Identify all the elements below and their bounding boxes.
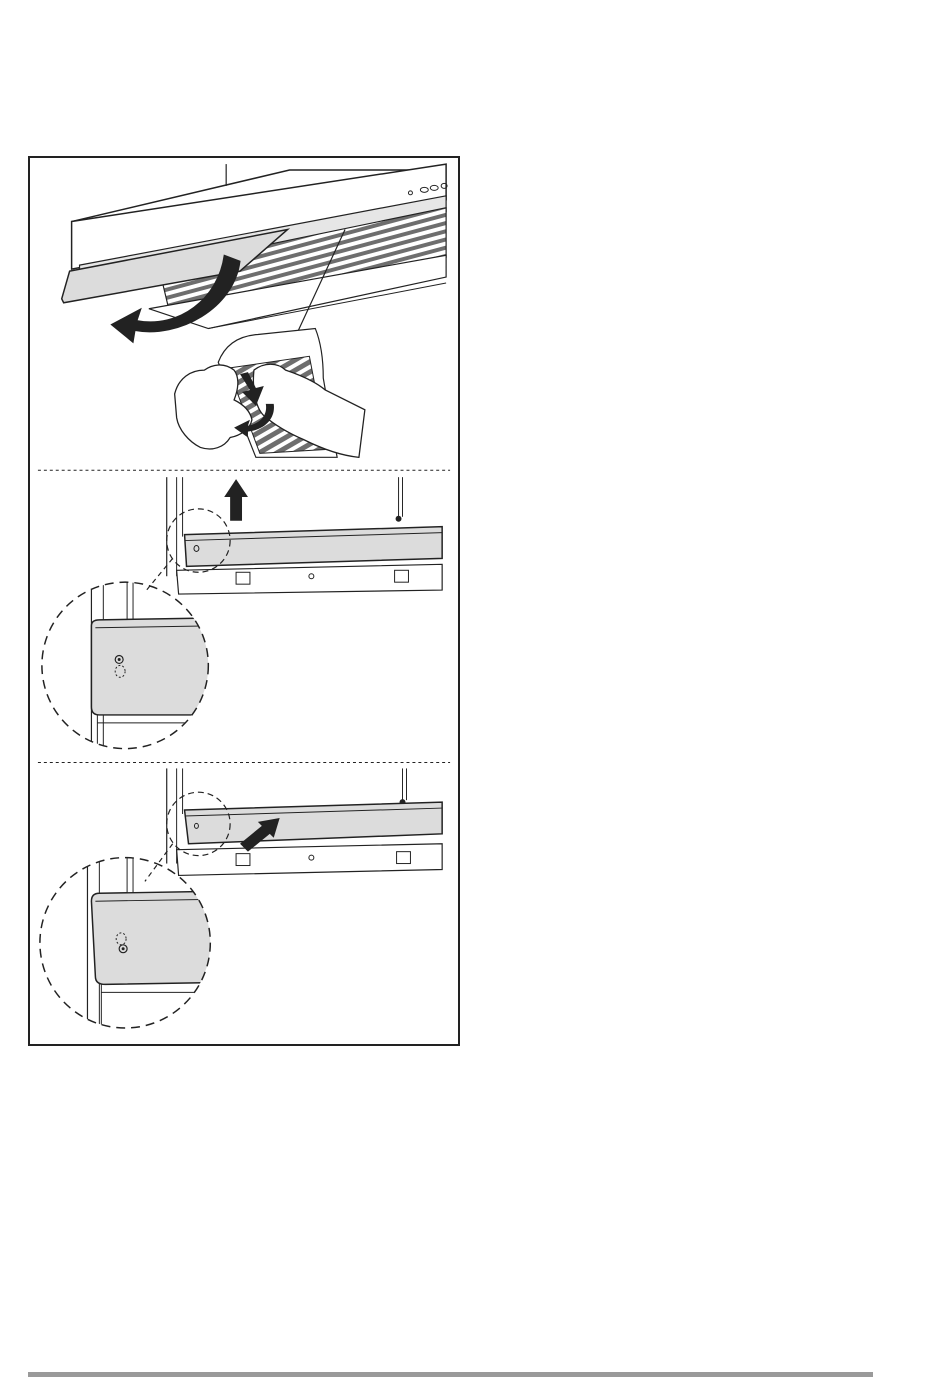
zoom-connector [145,844,173,882]
zoom-detail-lift [42,576,218,754]
front-panel [185,802,443,844]
step-open-panel-remove-filter [62,164,447,457]
fixing-screw-icon [396,516,402,522]
filter-removal-detail [175,329,365,458]
hood-bottom-rail [177,564,443,594]
zoom-front-panel [91,891,218,984]
zoom-screw-icon [122,947,125,950]
zoom-detail-pull [40,854,218,1032]
up-arrow [224,479,248,521]
footer-rule [28,1372,873,1377]
instruction-illustration-frame [28,156,460,1046]
instruction-illustration [30,158,458,1044]
zoom-connector [145,558,173,592]
step-pull-front-panel-out [40,768,442,1032]
zoom-front-panel [91,618,218,715]
zoom-screw-icon [118,658,121,661]
step-lift-front-panel [42,477,442,754]
